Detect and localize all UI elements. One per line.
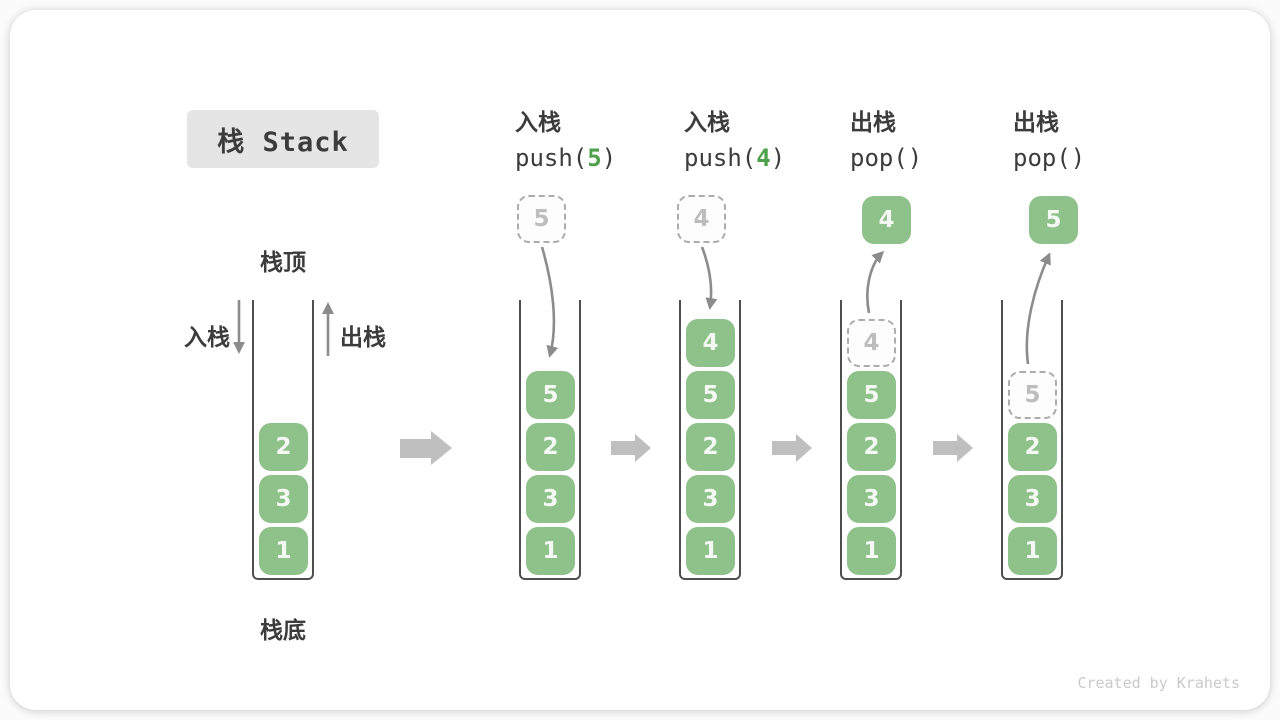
- stack-cell: 2: [526, 423, 575, 471]
- stack-cell: 2: [847, 423, 896, 471]
- stack-cell: 5: [526, 371, 575, 419]
- stack-cell: 2: [686, 423, 735, 471]
- stack-container-after-pop-4: [840, 300, 902, 580]
- op-label: 出栈: [850, 109, 896, 135]
- stack-cell: 3: [847, 475, 896, 523]
- ghost-cell: 5: [1008, 371, 1057, 419]
- floating-popped-cell: 5: [1029, 196, 1078, 244]
- code-text: push(: [684, 144, 757, 172]
- floating-ghost-cell: 4: [677, 195, 726, 243]
- watermark: Created by Krahets: [1077, 674, 1240, 692]
- op-code: push(4): [684, 144, 785, 172]
- pop-side-label: 出栈: [340, 324, 386, 350]
- code-text: ): [907, 144, 923, 172]
- stack-cell: 1: [686, 527, 735, 575]
- stack-bottom-label: 栈底: [260, 617, 306, 643]
- stack-top-label: 栈顶: [260, 249, 306, 275]
- code-text: ): [601, 144, 617, 172]
- op-header-push-4: 入栈 push(4): [684, 103, 785, 172]
- op-header-pop-2: 出栈 pop(): [1013, 103, 1085, 172]
- code-text: pop(: [1013, 144, 1071, 172]
- code-text: push(: [515, 144, 588, 172]
- op-label: 入栈: [515, 109, 561, 135]
- op-header-push-5: 入栈 push(5): [515, 103, 616, 172]
- stack-cell: 5: [686, 371, 735, 419]
- op-code: push(5): [515, 144, 616, 172]
- code-text: ): [770, 144, 786, 172]
- stack-cell: 1: [847, 527, 896, 575]
- stack-cell: 1: [1008, 527, 1057, 575]
- stack-cell: 4: [686, 319, 735, 367]
- floating-ghost-cell: 5: [517, 195, 566, 243]
- ghost-cell: 4: [847, 319, 896, 367]
- stack-cell: 3: [259, 475, 308, 523]
- stack-cell: 3: [1008, 475, 1057, 523]
- title-badge: 栈 Stack: [187, 110, 379, 168]
- op-code: pop(): [850, 144, 922, 172]
- stack-cell: 2: [259, 423, 308, 471]
- stack-cell: 1: [526, 527, 575, 575]
- op-code: pop(): [1013, 144, 1085, 172]
- op-label: 入栈: [684, 109, 730, 135]
- push-side-label: 入栈: [184, 324, 230, 350]
- stack-cell: 3: [526, 475, 575, 523]
- stack-container-initial: [252, 300, 314, 580]
- stack-container-after-pop-5: [1001, 300, 1063, 580]
- op-label: 出栈: [1013, 109, 1059, 135]
- code-text: pop(: [850, 144, 908, 172]
- stack-container-after-push-5: [519, 300, 581, 580]
- stack-container-after-push-4: [679, 300, 741, 580]
- op-header-pop-1: 出栈 pop(): [850, 103, 922, 172]
- code-arg: 4: [756, 144, 771, 172]
- code-arg: 5: [587, 144, 602, 172]
- stack-cell: 2: [1008, 423, 1057, 471]
- stack-cell: 3: [686, 475, 735, 523]
- code-text: ): [1070, 144, 1086, 172]
- stack-cell: 1: [259, 527, 308, 575]
- stack-cell: 5: [847, 371, 896, 419]
- floating-popped-cell: 4: [862, 196, 911, 244]
